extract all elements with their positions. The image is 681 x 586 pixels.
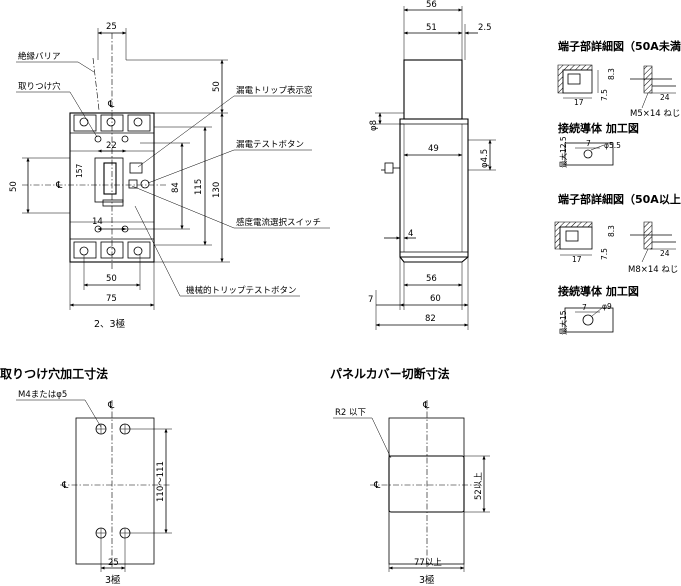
dim-22: 22 <box>106 141 117 151</box>
screw-a: M5×14 ねじ <box>630 109 680 119</box>
dim-52: 52以上 <box>474 472 484 500</box>
mount-screw-label: M4またはφ5 <box>18 390 67 400</box>
mount-cl-top: ℄ <box>107 400 115 411</box>
dim-51: 51 <box>426 23 437 33</box>
d24-b: 24 <box>660 249 670 258</box>
dim-25-mount: 25 <box>108 558 119 568</box>
callout-sensitivity-switch: 感度電流選択スイッチ <box>236 217 321 228</box>
toggle-handle <box>103 162 117 195</box>
d17-a: 17 <box>574 98 584 107</box>
panel-outer <box>388 417 465 565</box>
panel-cut-drawing: パネルカバー切断寸法 ℄ ℄ R2 以下 52以上 77以上 3極 <box>330 366 490 586</box>
d24-a: 24 <box>660 93 670 102</box>
d7-c1: 7 <box>586 139 591 148</box>
panel-cl-left: ℄ <box>373 480 381 491</box>
dim-50-left: 50 <box>9 181 19 192</box>
top-terminals <box>73 114 151 143</box>
handle-frame <box>94 157 124 203</box>
mount-caption: 3極 <box>105 574 121 586</box>
side-upper <box>403 59 463 120</box>
dim-50-bottom: 50 <box>106 274 117 284</box>
centerline-mark-left: ℄ <box>55 180 63 191</box>
callout-leak-trip-window: 漏電トリップ表示窓 <box>236 85 313 96</box>
dim-2-5: 2.5 <box>478 23 492 33</box>
title-terminal-over-50a: 端子部詳細図（50A以上） <box>558 192 681 206</box>
mount-panel <box>75 417 155 565</box>
dim-82: 82 <box>425 314 436 324</box>
dim-49: 49 <box>428 144 439 154</box>
max15: 最大15 <box>558 310 568 335</box>
callout-mounting-hole: 取りつけ穴 <box>18 81 61 92</box>
d7-c2: 7 <box>582 303 587 312</box>
dim-56-top: 56 <box>426 0 437 10</box>
centerline-mark-top: ℄ <box>107 99 115 110</box>
panel-caption: 3極 <box>419 574 435 586</box>
trip-window <box>129 162 143 174</box>
max12-5: 最大12.5 <box>558 136 568 168</box>
d8-3-a: 8.3 <box>607 68 616 80</box>
mount-holes-drawing: 取りつけ穴加工寸法 M4またはφ5 ℄ ℄ 110～111 25 3極 <box>0 366 172 586</box>
front-view-caption: 2、3極 <box>94 318 126 330</box>
callout-leak-test-button: 漏電テストボタン <box>236 139 304 150</box>
dim-50-top: 50 <box>212 81 222 92</box>
dim-77: 77以上 <box>414 558 442 568</box>
breaker-body <box>69 112 155 263</box>
dim-84: 84 <box>171 182 181 193</box>
dim-110-111: 110～111 <box>156 461 166 502</box>
mount-cl-left: ℄ <box>61 480 69 491</box>
screw-b: M8×14 ねじ <box>628 265 678 275</box>
callout-mech-trip-button: 機械的トリップテストボタン <box>186 285 297 296</box>
title-conductor-2: 接続導体 加工図 <box>558 284 639 298</box>
dim-56-bottom: 56 <box>426 274 437 284</box>
panel-radius-label: R2 以下 <box>335 408 367 418</box>
dim-157: 157 <box>75 163 84 178</box>
side-view: 56 51 2.5 φ8 49 φ4.5 4 56 60 7 82 <box>368 0 496 330</box>
callout-insulation-barrier: 絶縁バリア <box>18 51 61 62</box>
terminal-details: 端子部詳細図（50A未満） 17 7.5 8.3 24 M5×14 ねじ 接続導… <box>554 39 681 335</box>
panel-cl-top: ℄ <box>422 400 430 411</box>
panel-cutout <box>388 455 465 513</box>
dim-130: 130 <box>212 182 222 198</box>
test-button <box>140 179 150 189</box>
title-panel-cut: パネルカバー切断寸法 <box>330 366 450 381</box>
d17-b: 17 <box>572 255 582 264</box>
phi9: φ9 <box>602 302 612 311</box>
dim-14: 14 <box>92 217 103 227</box>
sensitivity-switch <box>102 199 124 207</box>
title-conductor-1: 接続導体 加工図 <box>558 121 639 135</box>
d7-5-a: 7.5 <box>600 89 609 101</box>
dim-75: 75 <box>106 294 117 304</box>
dim-phi8: φ8 <box>369 120 379 131</box>
dim-25-top: 25 <box>106 22 117 32</box>
dim-60: 60 <box>430 294 441 304</box>
dim-7: 7 <box>368 295 373 305</box>
title-terminal-under-50a: 端子部詳細図（50A未満） <box>558 39 681 53</box>
dim-phi4-5: φ4.5 <box>480 149 490 168</box>
dim-4: 4 <box>408 229 413 239</box>
title-mount-holes: 取りつけ穴加工寸法 <box>0 366 108 381</box>
dim-115: 115 <box>194 179 204 195</box>
front-view: ℄ ℄ 25 50 22 157 14 50 84 <box>9 22 330 330</box>
d8-3-b: 8.3 <box>607 225 616 237</box>
phi5-5: φ5.5 <box>604 141 621 150</box>
d7-5-b: 7.5 <box>600 248 609 260</box>
